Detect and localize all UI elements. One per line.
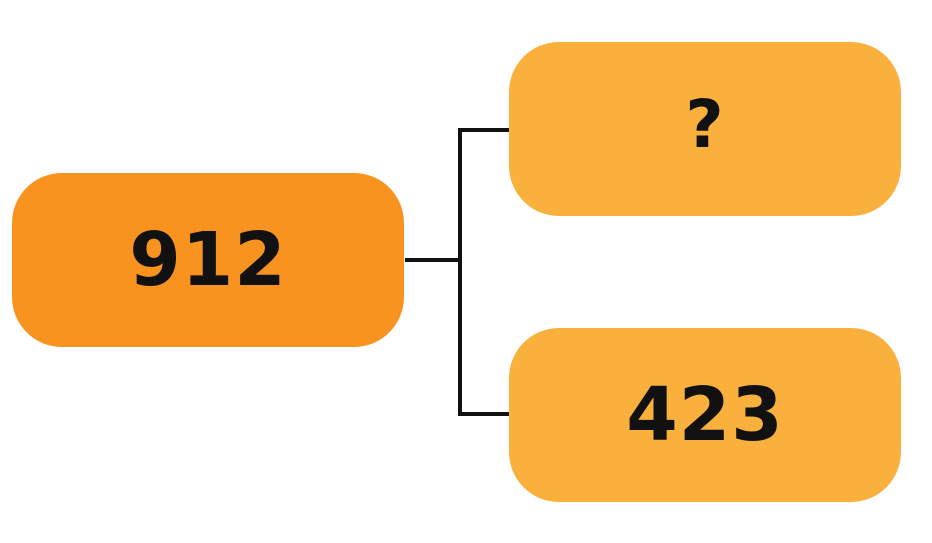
known-part-label: 423: [626, 372, 784, 458]
root-number-box: 912: [12, 173, 404, 347]
root-number-label: 912: [129, 217, 287, 303]
known-part-box: 423: [509, 328, 901, 502]
unknown-part-box: ?: [509, 42, 901, 216]
unknown-part-label: ?: [685, 86, 725, 163]
